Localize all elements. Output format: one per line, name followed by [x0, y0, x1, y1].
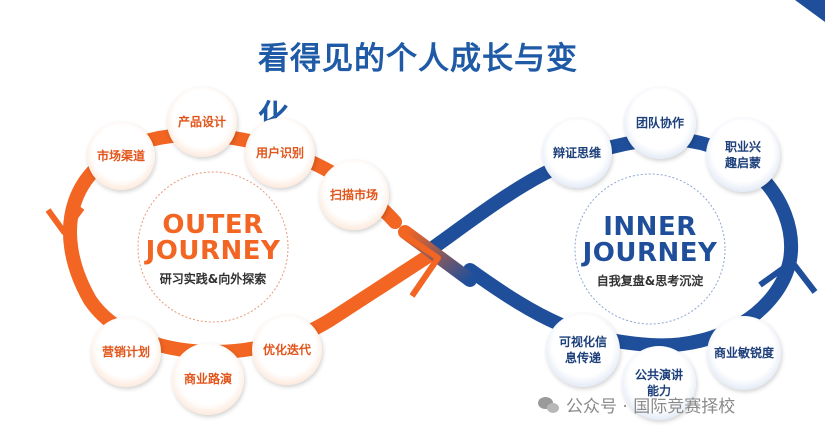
outer-journey-subtitle: 研习实践&向外探索 — [159, 272, 267, 286]
watermark-text: 公众号 · 国际竞赛择校 — [566, 397, 736, 417]
inner-node-career-interest: 职业兴趣启蒙 — [706, 118, 780, 192]
inner-node-public-speaking: 公共演讲能力 — [622, 346, 696, 420]
outer-center-circle — [137, 171, 289, 323]
outer-journey-label: OUTER JOURNEY 研习实践&向外探索 — [138, 212, 288, 287]
inner-journey-subtitle: 自我复盘&思考沉淀 — [596, 274, 704, 288]
corner-accent — [795, 0, 825, 22]
inner-node-career-interest-label: 职业兴趣启蒙 — [724, 140, 761, 170]
inner-journey-label: INNER JOURNEY 自我复盘&思考沉淀 — [575, 214, 725, 289]
outer-node-optimize-iterate: 优化迭代 — [252, 315, 322, 385]
page-title: 看得见的个人成长与变化 — [258, 41, 578, 135]
outer-arrowhead-center — [398, 229, 441, 298]
watermark: 公众号 · 国际竞赛择校 — [538, 392, 735, 417]
inner-journey-title-line1: INNER — [603, 212, 697, 242]
inner-journey-title-line2: JOURNEY — [582, 238, 718, 268]
outer-node-scan-market: 扫描市场 — [319, 160, 389, 230]
outer-journey-title-line1: OUTER — [162, 210, 264, 240]
inner-node-business-acumen: 商业敏锐度 — [707, 316, 781, 390]
outer-arrowhead-left — [45, 206, 85, 235]
outer-node-marketing-plan: 营销计划 — [91, 317, 161, 387]
inner-node-visual-communication-label: 可视化信息传递 — [558, 335, 607, 365]
inner-node-public-speaking-label: 公共演讲能力 — [634, 368, 683, 398]
wechat-icon — [538, 396, 560, 414]
inner-node-dialectical-thinking: 辩证思维 — [542, 118, 612, 188]
outer-node-user-identify: 用户识别 — [245, 118, 315, 188]
outer-node-market-channel: 市场渠道 — [87, 122, 155, 190]
outer-node-business-roadshow: 商业路演 — [172, 343, 244, 415]
inner-center-circle — [574, 173, 726, 325]
inner-node-teamwork: 团队协作 — [624, 87, 696, 159]
inner-node-visual-communication: 可视化信息传递 — [546, 313, 620, 387]
outer-journey-title-line2: JOURNEY — [145, 236, 281, 266]
outer-node-product-design: 产品设计 — [167, 87, 237, 157]
inner-arrowhead-right — [758, 259, 818, 294]
